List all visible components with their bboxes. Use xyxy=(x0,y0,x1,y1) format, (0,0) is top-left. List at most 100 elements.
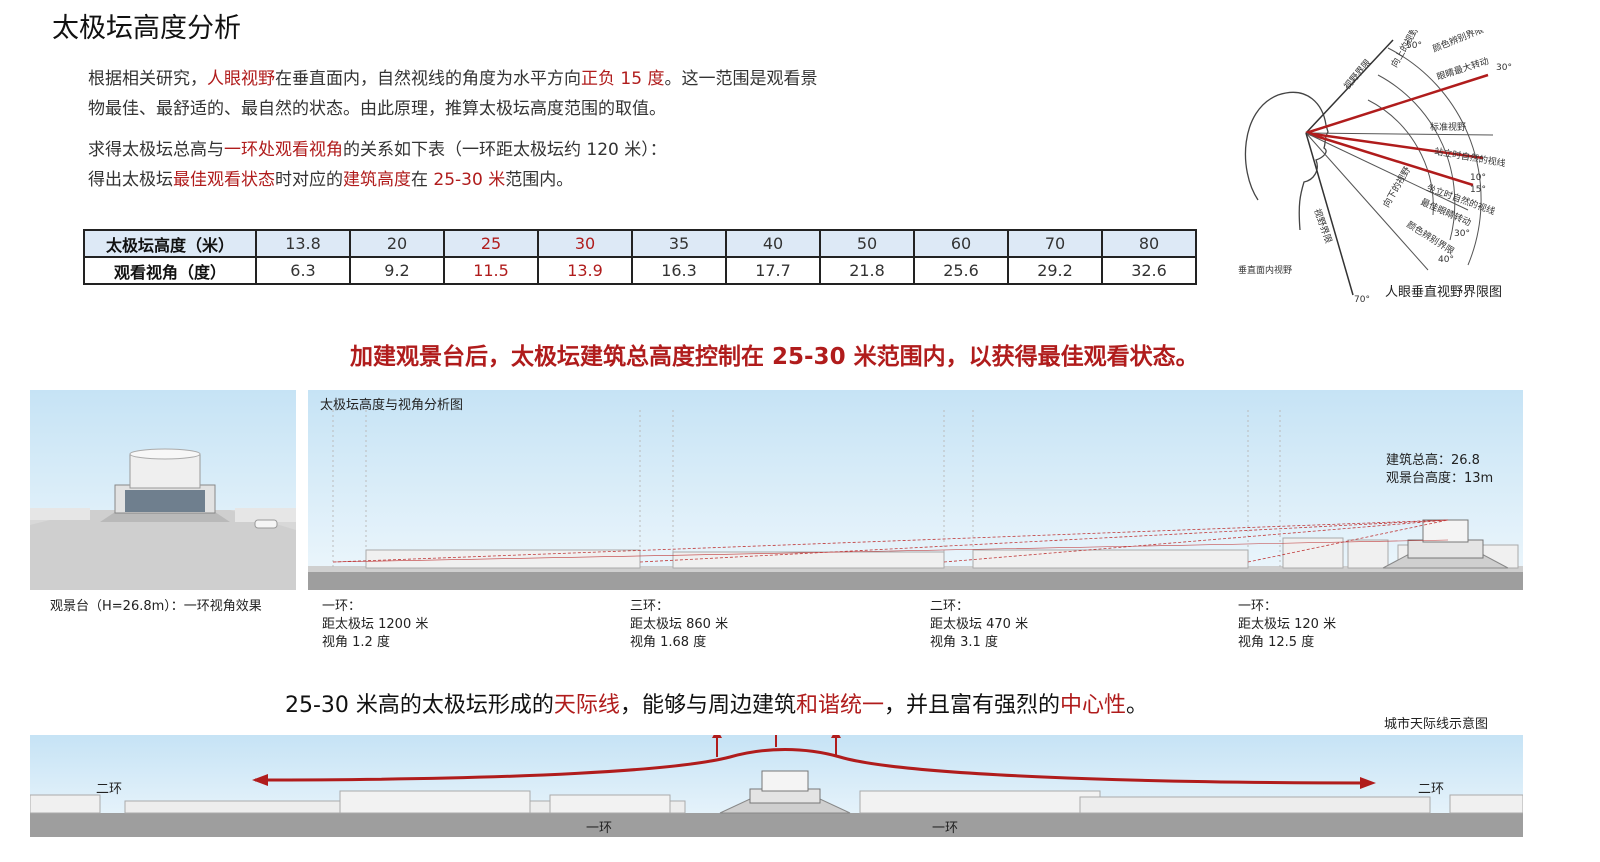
height-angle-table: 太极坛高度（米） 13.8 20 25 30 35 40 50 60 70 80… xyxy=(83,229,1197,285)
slogan-text: 25-30 米高的太极坛形成的 xyxy=(285,693,554,718)
table-cell: 20 xyxy=(349,229,445,258)
table-row-heights: 太极坛高度（米） 13.8 20 25 30 35 40 50 60 70 80 xyxy=(83,229,1197,258)
table-cell: 80 xyxy=(1101,229,1197,258)
label-50: 50° xyxy=(1406,41,1422,51)
slogan-text: ，并且富有强烈的 xyxy=(883,693,1060,718)
skyline-drawing xyxy=(30,735,1523,837)
table-cell: 50 xyxy=(819,229,915,258)
table-cell: 16.3 xyxy=(631,256,727,285)
skyline-diagram: 二环 二环 一环 一环 xyxy=(30,735,1523,837)
table-cell: 13.8 xyxy=(255,229,351,258)
table-cell: 35 xyxy=(631,229,727,258)
table-cell: 60 xyxy=(913,229,1009,258)
slogan-text: 。 xyxy=(1126,693,1149,718)
viewpoint-render-photo xyxy=(30,390,296,590)
ring-name: 三环： xyxy=(630,599,670,614)
label-70: 70° xyxy=(1354,295,1370,305)
skyline-slogan: 25-30 米高的太极坛形成的天际线，能够与周边建筑和谐统一，并且富有强烈的中心… xyxy=(285,687,1148,719)
table-cell: 40 xyxy=(725,229,821,258)
skyline-label-ring2-left: 二环 xyxy=(96,782,123,797)
intro-highlight: 25-30 米 xyxy=(433,170,506,190)
ring-angle: 视角 3.1 度 xyxy=(930,635,998,650)
intro-highlight: 一环处观看视角 xyxy=(224,140,343,160)
intro-highlight: 最佳观看状态 xyxy=(173,170,275,190)
slogan-highlight: 中心性 xyxy=(1059,693,1126,718)
table-cell: 6.3 xyxy=(255,256,351,285)
ring-name: 一环： xyxy=(322,599,362,614)
ring-caption-2: 三环： 距太极坛 860 米 视角 1.68 度 xyxy=(630,598,728,652)
ring-distance: 距太极坛 120 米 xyxy=(1238,617,1337,632)
intro-text: 得出太极坛 xyxy=(88,170,173,190)
label-10: 10° xyxy=(1470,173,1486,183)
table-cell: 13.9 xyxy=(537,256,633,285)
label-downward: 向下的视野 xyxy=(1380,165,1413,210)
table-cell: 25 xyxy=(443,229,539,258)
intro-highlight: 人眼视野 xyxy=(207,69,275,89)
intro-text: 在 xyxy=(411,170,434,190)
label-standard-view: 标准视野 xyxy=(1430,121,1466,133)
eye-diagram-caption: 人眼垂直视野界限图 xyxy=(1385,285,1503,300)
render-drawing xyxy=(30,448,296,590)
table-cell: 70 xyxy=(1007,229,1103,258)
label-30: 30° xyxy=(1496,63,1512,73)
photo-caption: 观景台（H=26.8m）：一环视角效果 xyxy=(50,599,262,614)
ring-distance: 距太极坛 470 米 xyxy=(930,617,1029,632)
label-40: 40° xyxy=(1438,255,1454,265)
skyline-label-ring1-right: 一环 xyxy=(932,821,959,836)
ring-distance: 距太极坛 1200 米 xyxy=(322,617,429,632)
table-cell: 21.8 xyxy=(819,256,915,285)
page-title: 太极坛高度分析 xyxy=(52,13,241,44)
skyline-label-ring1-left: 一环 xyxy=(586,821,613,836)
intro-text: 在垂直面内，自然视线的角度为水平方向 xyxy=(275,69,581,89)
label-color-limit-top: 颜色辨别界限 xyxy=(1431,30,1486,55)
intro-paragraph-2: 求得太极坛总高与一环处观看视角的关系如下表（一环距太极坛约 120 米）： xyxy=(88,135,667,165)
label-view-limit-bottom: 视野界限 xyxy=(1311,207,1335,245)
ring-angle: 视角 1.2 度 xyxy=(322,635,390,650)
ring-caption-4: 一环： 距太极坛 120 米 视角 12.5 度 xyxy=(1238,598,1336,652)
table-cell: 11.5 xyxy=(443,256,539,285)
section-title: 太极坛高度与视角分析图 xyxy=(320,398,464,413)
intro-text: 求得太极坛总高与 xyxy=(88,140,224,160)
intro-paragraph-1: 根据相关研究，人眼视野在垂直面内，自然视线的角度为水平方向正负 15 度。这一范… xyxy=(88,64,817,94)
intro-highlight: 建筑高度 xyxy=(343,170,411,190)
slogan-text: ，能够与周边建筑 xyxy=(619,693,796,718)
slogan-highlight: 天际线 xyxy=(553,693,620,718)
skyline-caption: 城市天际线示意图 xyxy=(1384,717,1489,732)
table-cell: 29.2 xyxy=(1007,256,1103,285)
label-15: 15° xyxy=(1470,185,1486,195)
intro-text: 。这一范围是观看景 xyxy=(664,69,818,89)
building-height-info: 建筑总高：26.8 xyxy=(1386,453,1480,468)
ring-name: 一环： xyxy=(1238,599,1278,614)
table-row-angles: 观看视角（度） 6.3 9.2 11.5 13.9 16.3 17.7 21.8… xyxy=(83,256,1197,285)
section-drawing xyxy=(308,410,1523,590)
slogan-highlight: 和谐统一 xyxy=(795,693,884,718)
section-analysis-diagram: 太极坛高度与视角分析图 建筑总高：26.8 观景台高度：13m xyxy=(308,390,1523,590)
ring-angle: 视角 1.68 度 xyxy=(630,635,707,650)
table-header-height: 太极坛高度（米） xyxy=(83,229,257,258)
ring-distance: 距太极坛 860 米 xyxy=(630,617,729,632)
intro-highlight: 正负 15 度 xyxy=(581,69,665,89)
table-cell: 25.6 xyxy=(913,256,1009,285)
height-banner: 加建观景台后，太极坛建筑总高度控制在 25-30 米范围内，以获得最佳观看状态。 xyxy=(350,344,1199,370)
table-cell: 17.7 xyxy=(725,256,821,285)
label-view-limit-top: 视野界限 xyxy=(1341,57,1373,92)
intro-paragraph-1b: 物最佳、最舒适的、最自然的状态。由此原理，推算太极坛高度范围的取值。 xyxy=(88,99,666,119)
head-outline xyxy=(1244,91,1329,231)
ring-name: 二环： xyxy=(930,599,970,614)
platform-height-info: 观景台高度：13m xyxy=(1386,471,1494,486)
ring-caption-1: 一环： 距太极坛 1200 米 视角 1.2 度 xyxy=(322,598,428,652)
label-eye-turn-max: 眼睛最大转动 xyxy=(1435,55,1490,83)
diagram-subcaption: 垂直面内视野 xyxy=(1238,264,1292,276)
intro-text: 的关系如下表（一环距太极坛约 120 米）： xyxy=(343,140,667,160)
ring-angle: 视角 12.5 度 xyxy=(1238,635,1315,650)
intro-text: 时对应的 xyxy=(275,170,343,190)
table-cell: 9.2 xyxy=(349,256,445,285)
skyline-label-ring2-right: 二环 xyxy=(1418,782,1445,797)
intro-text: 根据相关研究， xyxy=(88,69,207,89)
intro-paragraph-3: 得出太极坛最佳观看状态时对应的建筑高度在 25-30 米范围内。 xyxy=(88,165,573,195)
intro-text: 范围内。 xyxy=(505,170,574,190)
table-cell: 32.6 xyxy=(1101,256,1197,285)
table-header-angle: 观看视角（度） xyxy=(83,256,257,285)
eye-field-diagram: 50° 30° 15° 10° 40° 30° 70° 颜色辨别界限 眼睛最大转… xyxy=(1238,30,1512,305)
label-standing-natural: 站立时自然的视线 xyxy=(1433,145,1506,169)
